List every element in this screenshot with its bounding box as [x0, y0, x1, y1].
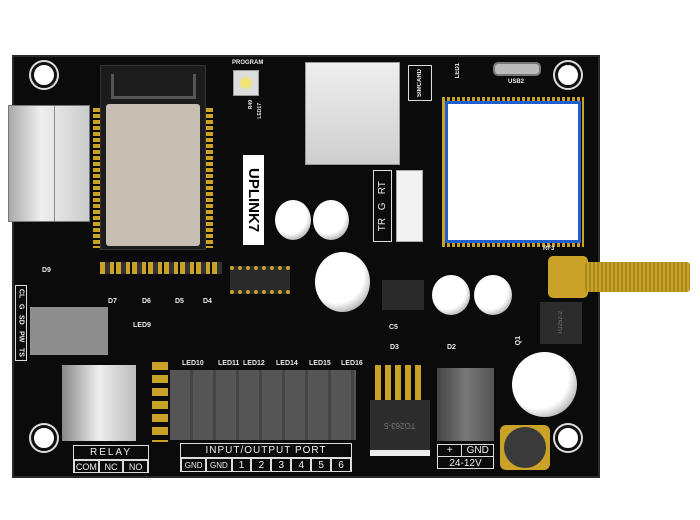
d3-label: D3 [390, 344, 399, 351]
diode-label: D4 [203, 298, 212, 305]
power-label-box: + GND 24-12V [437, 444, 494, 469]
resistor-array [100, 262, 222, 274]
uart-label-tr: TR [377, 217, 388, 232]
capacitor [315, 252, 370, 312]
led-label: LED14 [276, 360, 298, 367]
relay [30, 307, 108, 355]
ic-pins [375, 365, 425, 400]
side-label: TS [17, 348, 25, 358]
uart-connector[interactable] [396, 170, 423, 242]
diode-label: D6 [142, 298, 151, 305]
io-pin-label: 4 [291, 458, 312, 472]
side-label-box: CL G SD PW TS [15, 285, 27, 361]
smd-resistors [152, 362, 168, 442]
led9-label: LED9 [133, 322, 151, 329]
io-title: INPUT/OUTPUT PORT [181, 444, 351, 458]
logo: UPLINK7 [243, 155, 264, 245]
power-pin-label: + [438, 445, 463, 456]
mounting-hole [31, 62, 57, 88]
program-button[interactable] [233, 70, 259, 96]
side-label: PW [17, 330, 25, 343]
r49-label: R49 [248, 100, 254, 110]
io-pin-label: 2 [251, 458, 272, 472]
led-label: LED16 [341, 360, 363, 367]
usb-label: USB2 [508, 79, 525, 85]
wifi-module [100, 65, 206, 250]
led1-label: LED1 [455, 63, 461, 79]
diode-label: D5 [175, 298, 184, 305]
rf-label: RF3 [543, 246, 555, 252]
relay-pin-label: NO [123, 460, 149, 473]
capacitor [313, 200, 349, 240]
side-label: CL [17, 288, 25, 299]
side-label: SD [17, 315, 25, 326]
simcard-label-box: SIMCARD [408, 65, 432, 101]
sim-card-holder[interactable] [305, 62, 400, 165]
led-label: LED10 [182, 360, 204, 367]
voltage-label: 24-12V [449, 457, 482, 469]
module-shield [106, 104, 200, 246]
relay-label-box: RELAY COM NC NO [73, 445, 149, 473]
mounting-hole [555, 62, 581, 88]
io-pin-label: 5 [311, 458, 332, 472]
relay-pin-label: COM [74, 460, 99, 473]
antenna [585, 262, 690, 292]
io-label-box: INPUT/OUTPUT PORT GND GND 1 2 3 4 5 6 [180, 443, 352, 472]
capacitor [275, 200, 311, 240]
c5-label: C5 [389, 324, 398, 331]
d2-label: D2 [447, 344, 456, 351]
program-label: PROGRAM [232, 60, 264, 66]
capacitor [512, 352, 577, 417]
relay-pin-label: NC [98, 460, 124, 473]
uart-label-g: G [377, 202, 388, 210]
q1-label: Q1 [515, 336, 522, 346]
io-pin-label: GND [181, 458, 207, 472]
led17-label: LED17 [257, 103, 263, 119]
inductor [500, 425, 550, 470]
diode-label: D9 [42, 267, 51, 274]
uart-label-box: TR G RT [373, 170, 392, 242]
antenna-trace [111, 74, 196, 99]
to252-chip: TO252-2 [540, 302, 582, 344]
capacitor [474, 275, 512, 315]
cellular-module [445, 101, 581, 243]
power-pin-label: GND [466, 445, 489, 456]
ic-chip [230, 266, 290, 294]
led-label: LED11 [218, 360, 240, 367]
mounting-hole [31, 425, 57, 451]
voltage-regulator [382, 280, 424, 310]
relay-terminal-block [62, 365, 136, 441]
module-pads [93, 108, 100, 248]
capacitor [432, 275, 470, 315]
side-label: G [17, 304, 25, 310]
io-pin-label: 1 [231, 458, 252, 472]
led-label: LED15 [309, 360, 331, 367]
mounting-hole [555, 425, 581, 451]
relay-title: RELAY [74, 446, 148, 460]
uart-label-rt: RT [377, 180, 388, 195]
usb-connector[interactable] [493, 62, 541, 76]
io-pin-label: GND [206, 458, 232, 472]
io-pin-label: 6 [331, 458, 351, 472]
led-label: LED12 [243, 360, 265, 367]
diode-label: D7 [108, 298, 117, 305]
to263-chip: TO263-5 [370, 400, 430, 456]
power-terminal-block [437, 368, 494, 441]
io-terminal-block [170, 370, 356, 440]
sma-connector[interactable] [548, 256, 588, 298]
terminal-block-5pin [8, 105, 90, 222]
io-pin-label: 3 [271, 458, 292, 472]
module-pads [206, 108, 213, 248]
